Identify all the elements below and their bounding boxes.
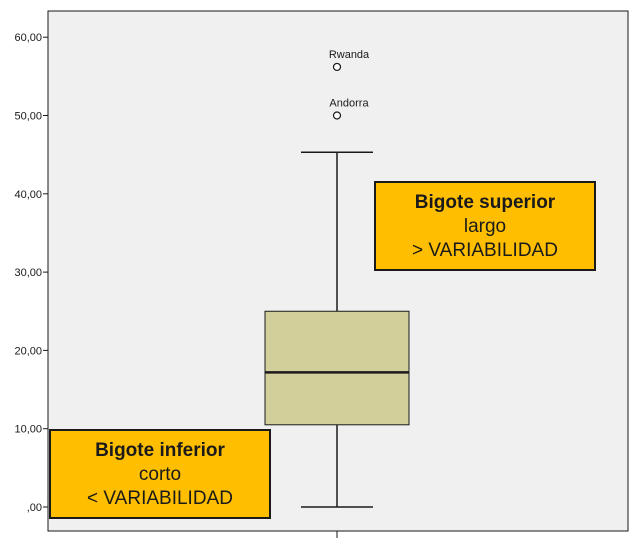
y-tick-label: 60,00 xyxy=(14,32,42,44)
callout-upper-title: Bigote superior xyxy=(414,192,556,213)
callout-lower-title: Bigote inferior xyxy=(95,440,225,461)
y-tick-label: 40,00 xyxy=(14,189,42,201)
callout-upper-line2: largo xyxy=(463,216,507,237)
outlier-point xyxy=(332,62,342,72)
callout-lower-line3: < VARIABILIDAD xyxy=(87,488,233,509)
outlier-point xyxy=(332,111,342,120)
y-tick-label: 30,00 xyxy=(14,267,42,279)
callout-lower-whisker: Bigote inferior corto < VARIABILIDAD xyxy=(49,429,271,519)
y-axis: ,00 10,00 20,00 30,00 40,00 50,00 60,00 xyxy=(14,32,338,538)
outlier-label: Rwanda xyxy=(329,49,370,61)
boxplot-group xyxy=(264,151,410,508)
y-tick-label: 20,00 xyxy=(14,345,42,357)
callout-lower-line2: corto xyxy=(138,464,182,485)
outlier-label: Andorra xyxy=(329,98,369,110)
y-tick-label: 10,00 xyxy=(14,424,42,436)
callout-upper-line3: > VARIABILIDAD xyxy=(412,240,558,261)
y-tick-label: ,00 xyxy=(27,502,42,514)
callout-upper-whisker: Bigote superior largo > VARIABILIDAD xyxy=(374,181,596,271)
y-tick-label: 50,00 xyxy=(14,111,42,123)
interquartile-box xyxy=(264,310,410,426)
